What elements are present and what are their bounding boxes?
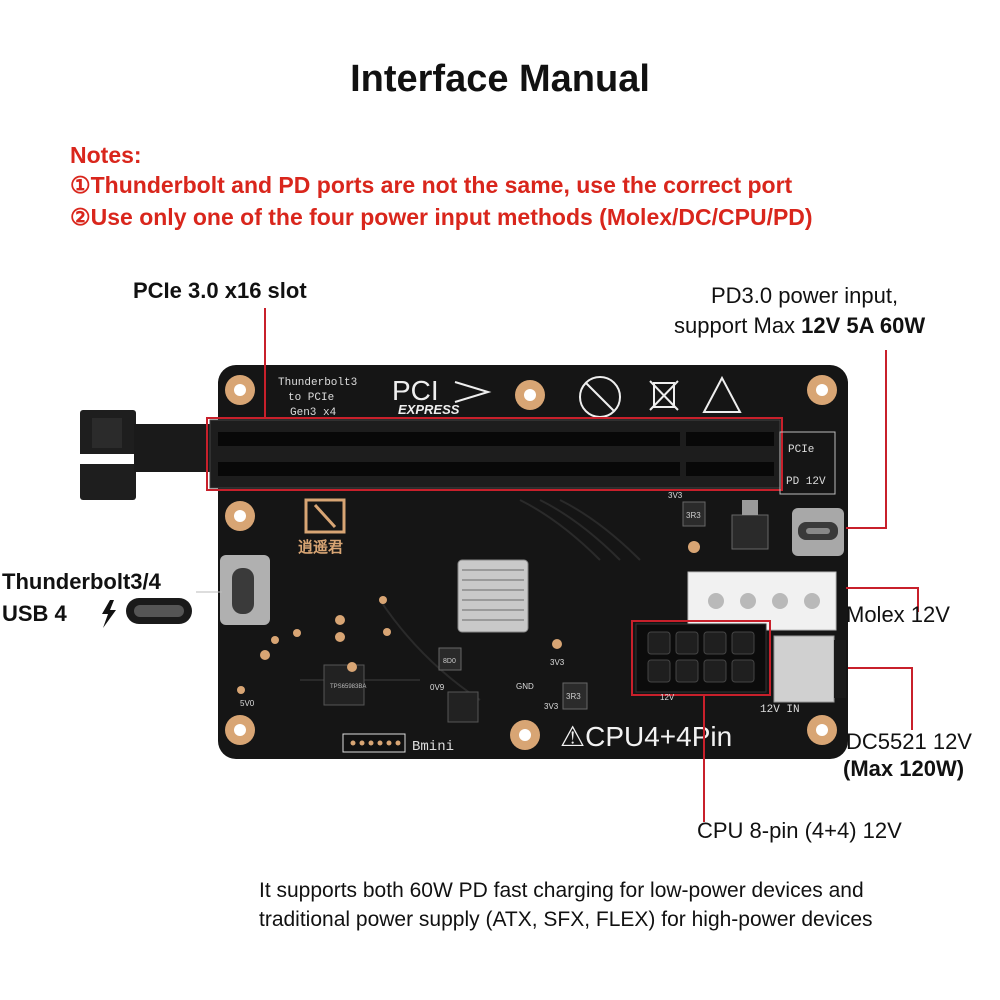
brand-name: 逍遥君: [298, 538, 343, 556]
cpu-callout-box: [631, 620, 771, 696]
slot-latch: [80, 410, 214, 500]
silk-5v0: 5V0: [240, 699, 255, 708]
pcie-x16-slot: [209, 419, 781, 489]
dc5521-max-label: (Max 120W): [843, 756, 965, 781]
note-item-1: ①Thunderbolt and PD ports are not the sa…: [70, 172, 793, 198]
usb4-label: USB 4: [2, 601, 67, 626]
silk-pcie-tag: PCIe: [788, 444, 814, 456]
pci-express-logo: EXPRESS: [398, 402, 460, 417]
cpu-8pin-label: CPU 8-pin (4+4) 12V: [697, 818, 902, 843]
weee-bin-icon: [649, 380, 679, 411]
silk-tb-line1: Thunderbolt3: [278, 377, 357, 389]
brand-logo: 逍遥君: [298, 498, 346, 556]
molex-label: Molex 12V: [846, 602, 950, 627]
footer-line-1: It supports both 60W PD fast charging fo…: [259, 879, 864, 902]
chip-3r3-bottom: 3R3: [566, 692, 581, 701]
silk-tb-line3: Gen3 x4: [290, 407, 337, 419]
controller-heatsink: [457, 559, 529, 633]
pd-spec-bold: 12V 5A 60W: [801, 313, 926, 338]
silk-3v3-a: 3V3: [668, 491, 683, 500]
cpu-8pin-connector: [635, 623, 767, 693]
chip-3r3-top: 3R3: [686, 511, 701, 520]
callout-lines: [264, 308, 919, 822]
silk-pd-tag: PD 12V: [786, 476, 826, 488]
silk-cpu-marking: ⚠CPU4+4Pin: [560, 721, 732, 752]
svg-text:TPS65983BA: TPS65983BA: [330, 684, 366, 690]
mounting-holes: [225, 375, 837, 750]
note-item-2: ②Use only one of the four power input me…: [70, 204, 813, 230]
silk-3v3-c: 3V3: [544, 702, 559, 711]
pci-logo: PCI: [392, 375, 439, 406]
notes-heading: Notes:: [70, 142, 142, 168]
chip-8d0: 8D0: [443, 658, 456, 665]
pd-input-label: PD3.0 power input,: [711, 283, 899, 308]
pcie-slot-label: PCIe 3.0 x16 slot: [133, 278, 307, 303]
dc5521-label: DC5521 12V: [846, 729, 972, 754]
esd-warning-icon: [702, 375, 742, 413]
pd-spec-label: support Max 12V 5A 60W: [674, 313, 925, 339]
silk-3v3-b: 3V3: [550, 658, 565, 667]
silk-12v-small: 12V: [660, 693, 675, 702]
thunderbolt-label: Thunderbolt3/4: [2, 569, 161, 594]
usb-c-cable-icon: [126, 598, 192, 624]
thunderbolt-bolt-icon: [102, 600, 116, 628]
silk-12v-in: 12V IN: [760, 704, 800, 716]
footer-line-2: traditional power supply (ATX, SFX, FLEX…: [259, 908, 873, 931]
pd-spec-prefix: support Max: [674, 313, 802, 338]
silk-tb-line2: to PCIe: [288, 392, 334, 404]
silk-gnd: GND: [516, 682, 534, 691]
dc5521-jack: [773, 635, 846, 703]
silk-bmini: Bmini: [412, 739, 454, 755]
silk-0v9: 0V9: [430, 683, 445, 692]
page-title: Interface Manual: [350, 58, 650, 100]
pcie-slot-callout-box: [206, 417, 783, 491]
pd-usb-c-port: [792, 508, 844, 556]
thunderbolt-usb-c-port: [220, 555, 270, 625]
